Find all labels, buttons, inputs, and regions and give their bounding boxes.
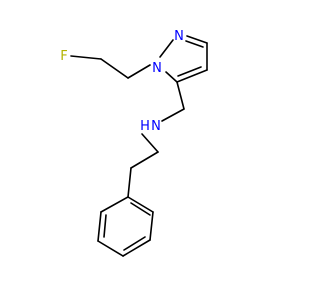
bond-ph-5-inner [103, 214, 107, 238]
molecule-structure: F N N N H [60, 29, 208, 257]
bond-ph-6 [100, 196, 129, 213]
bond-ph-2 [149, 211, 154, 241]
bond-ph-3-inner [123, 236, 146, 251]
amine-nitrogen-atom-label: N [151, 119, 161, 134]
fluorine-atom-label: F [60, 49, 67, 64]
amine-hydrogen-atom-label: H [140, 119, 150, 134]
bond-c4-c5-outer [176, 69, 208, 83]
bond-ch2-n1 [127, 64, 151, 79]
bond-n2-c3-inner [185, 40, 204, 48]
bond-ph-3 [122, 239, 151, 257]
bond-ch2-ch2 [100, 58, 129, 79]
pyrazole-n1-atom-label: N [152, 61, 162, 76]
bond-ch2-ch2-b [130, 151, 159, 169]
bond-n1-n2 [159, 39, 174, 58]
bond-ph-1-inner [130, 202, 151, 216]
bond-c5-n1 [165, 71, 178, 83]
bond-ch2-nh [161, 108, 185, 122]
bond-n2-c3-outer [186, 35, 208, 44]
bond-f-ch2 [70, 55, 102, 60]
bond-ph-4 [97, 240, 124, 257]
bond-ph-5 [97, 211, 102, 242]
bond-c4-c5-inner [177, 66, 202, 77]
pyrazole-n2-atom-label: N [174, 29, 184, 44]
bond-c5-ch2 [176, 81, 185, 110]
bond-ch2-phenyl [127, 167, 132, 198]
bond-ph-1 [127, 196, 154, 213]
bond-nh-ch2 [141, 133, 159, 153]
